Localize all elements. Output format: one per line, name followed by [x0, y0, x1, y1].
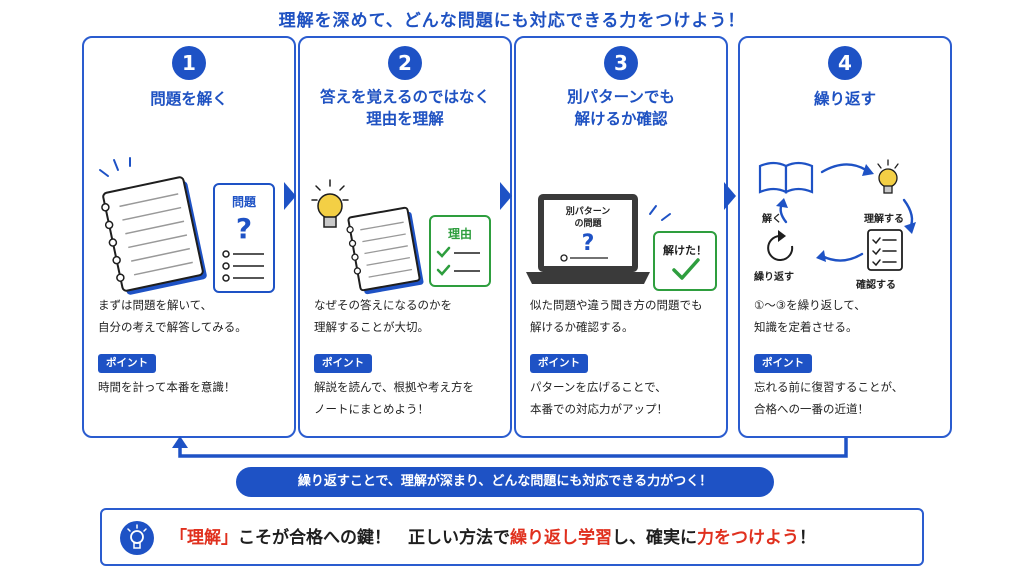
point-badge: ポイント	[98, 354, 156, 373]
step-number: 3	[604, 46, 638, 80]
svg-text:?: ?	[582, 231, 595, 256]
notebook-icon	[101, 176, 207, 295]
point-tip: 忘れる前に復習することが、 合格への一番の近道！	[754, 380, 904, 416]
cycle-label-understand: 理解する	[864, 214, 904, 225]
point-badge: ポイント	[530, 354, 588, 373]
reason-illustration: 理由	[311, 179, 491, 295]
step-title: 答えを覚えるのではなく 理由を理解	[319, 88, 491, 128]
summary-box: 「理解」こそが合格への鍵！ 正しい方法で繰り返し学習し、確実に力をつけよう！	[100, 508, 924, 566]
arrow-right-icon	[724, 182, 736, 210]
step-card-1: 1 問題を解く 問題 ?	[82, 36, 296, 438]
svg-text:別パターン: 別パターン	[565, 205, 611, 217]
point-tip: 解説を読んで、根拠や考え方を ノートにまとめよう！	[314, 380, 474, 416]
loop-banner: 繰り返すことで、理解が深まり、どんな問題にも対応できる力がつく！	[236, 467, 774, 497]
point-tip: パターンを広げることで、 本番での対応力がアップ！	[530, 380, 668, 416]
open-book-icon	[758, 161, 814, 194]
svg-text:?: ?	[236, 212, 252, 245]
step-title: 別パターンでも 解けるか確認	[567, 88, 675, 128]
page-headline: 理解を深めて、どんな問題にも対応できる力をつけよう！	[278, 11, 746, 31]
cycle-label-solve: 解く	[762, 214, 782, 225]
step-card-4: 4 繰り返す	[738, 36, 952, 438]
arrow-right-icon	[500, 182, 512, 210]
lightbulb-icon	[877, 159, 899, 194]
laptop-icon: 別パターン の問題 ?	[526, 194, 650, 284]
notebook-illustration: 問題 ?	[99, 157, 275, 295]
step-description: なぜその答えになるのかを 理解することが大切。	[314, 298, 452, 334]
step-card-2: 2 答えを覚えるのではなく 理由を理解 理由	[298, 36, 512, 438]
step-card-3: 3 別パターンでも 解けるか確認 別パターン の問題 ? 解けた！ 似た問題や違…	[514, 36, 728, 438]
lightbulb-icon	[120, 521, 154, 555]
lightbulb-icon	[311, 179, 349, 228]
point-tip: 時間を計って本番を意識！	[98, 380, 236, 394]
step-number: 1	[172, 46, 206, 80]
cycle-label-check: 確認する	[856, 280, 896, 291]
solved-card-icon: 解けた！	[653, 231, 717, 291]
question-card-icon: 問題 ?	[213, 183, 275, 293]
step-description: まずは問題を解いて、 自分の考えで解答してみる。	[98, 298, 247, 334]
arrow-right-icon	[284, 182, 296, 210]
step-title: 繰り返す	[813, 90, 876, 108]
checklist-icon	[867, 229, 903, 271]
step-description: 似た問題や違う聞き方の問題でも 解けるか確認する。	[530, 298, 703, 334]
step-number: 2	[388, 46, 422, 80]
step-number: 4	[828, 46, 862, 80]
point-badge: ポイント	[314, 354, 372, 373]
svg-text:理由: 理由	[448, 226, 472, 241]
svg-text:の問題: の問題	[574, 218, 602, 229]
laptop-illustration: 別パターン の問題 ? 解けた！	[526, 194, 717, 291]
summary-text: 「理解」こそが合格への鍵！ 正しい方法で繰り返し学習し、確実に力をつけよう！	[170, 528, 816, 548]
point-badge: ポイント	[754, 354, 812, 373]
cycle-illustration	[758, 159, 916, 271]
reason-card-icon: 理由	[429, 215, 491, 287]
sparkle-icon	[649, 205, 671, 221]
repeat-icon	[767, 230, 794, 261]
svg-text:問題: 問題	[232, 195, 257, 209]
svg-text:解けた！: 解けた！	[663, 243, 707, 257]
step-description: ①〜③を繰り返して、 知識を定着させる。	[754, 298, 866, 334]
step-title: 問題を解く	[150, 90, 228, 108]
cycle-label-repeat: 繰り返す	[754, 272, 794, 283]
sparkle-icon	[99, 157, 131, 177]
notebook-icon	[346, 206, 424, 295]
